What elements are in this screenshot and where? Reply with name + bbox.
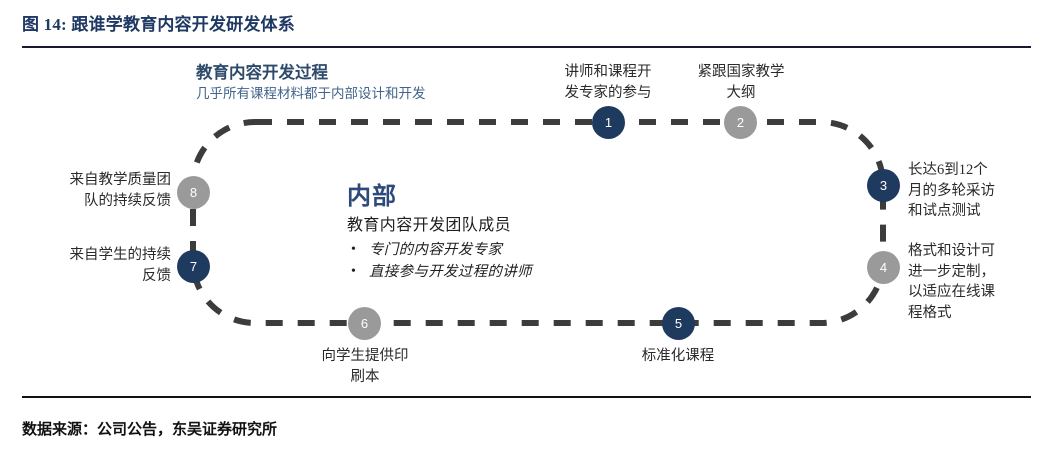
node-1-number: 1 xyxy=(604,115,613,130)
internal-team-title: 内部 xyxy=(347,184,397,210)
internal-team-subtitle: 教育内容开发团队成员 xyxy=(347,216,512,234)
node-6-label-line2: 刷本 xyxy=(350,368,380,385)
figure-title: 图 14: 跟谁学教育内容开发研发体系 xyxy=(22,15,295,34)
node-4-label-line2: 进一步定制， xyxy=(908,263,995,280)
node-7-label-line1: 来自学生的持续 xyxy=(69,247,172,263)
internal-team-bullet-1: 专门的内容开发专家 xyxy=(347,239,532,262)
node-6-number: 6 xyxy=(360,316,369,331)
node-4-number: 4 xyxy=(879,260,888,275)
node-7-number: 7 xyxy=(189,259,198,274)
node-7-label-line2: 反馈 xyxy=(142,267,171,284)
node-4-label: 格式和设计可 进一步定制， 以适应在线课 程格式 xyxy=(908,241,1028,323)
process-header-note: 教育内容开发过程 几乎所有课程材料都于内部设计和开发 xyxy=(196,62,426,104)
node-3-number: 3 xyxy=(879,178,888,193)
node-2-label: 紧跟国家教学 大纲 xyxy=(681,62,801,103)
node-2-label-line1: 紧跟国家教学 xyxy=(697,64,785,80)
node-8-label: 来自教学质量团 队的持续反馈 xyxy=(33,170,172,211)
node-5-number: 5 xyxy=(674,316,683,331)
node-1-label-line1: 讲师和课程开 xyxy=(564,64,652,80)
node-8-label-line1: 来自教学质量团 xyxy=(69,172,172,188)
node-7[interactable]: 7 xyxy=(177,250,210,283)
node-8-number: 8 xyxy=(189,185,198,200)
process-header-subtitle: 几乎所有课程材料都于内部设计和开发 xyxy=(196,86,426,102)
node-3-label-line2: 月的多轮采访 xyxy=(908,182,995,199)
process-header-title: 教育内容开发过程 xyxy=(196,63,328,82)
node-5-label: 标准化课程 xyxy=(618,346,738,367)
node-4[interactable]: 4 xyxy=(867,251,900,284)
node-3[interactable]: 3 xyxy=(867,169,900,202)
node-2[interactable]: 2 xyxy=(724,106,757,139)
internal-team-bullets: 专门的内容开发专家 直接参与开发过程的讲师 xyxy=(347,239,532,284)
title-divider xyxy=(22,46,1031,48)
node-3-label-line3: 和试点测试 xyxy=(908,203,981,220)
node-2-number: 2 xyxy=(736,115,745,130)
node-4-label-line4: 程格式 xyxy=(908,304,952,321)
node-8[interactable]: 8 xyxy=(177,176,210,209)
node-1-label-line2: 发专家的参与 xyxy=(564,84,652,101)
node-4-label-line3: 以适应在线课 xyxy=(908,284,995,301)
source-note: 数据来源：公司公告，东吴证券研究所 xyxy=(22,421,278,438)
node-4-label-line1: 格式和设计可 xyxy=(908,243,995,259)
node-5[interactable]: 5 xyxy=(662,307,695,340)
node-1[interactable]: 1 xyxy=(592,106,625,139)
internal-team-block: 内部 教育内容开发团队成员 专门的内容开发专家 直接参与开发过程的讲师 xyxy=(347,184,532,284)
node-6[interactable]: 6 xyxy=(348,307,381,340)
source-divider xyxy=(22,396,1031,398)
internal-team-bullet-2: 直接参与开发过程的讲师 xyxy=(347,261,532,284)
node-3-label-line1: 长达6到12个 xyxy=(908,162,988,178)
node-2-label-line2: 大纲 xyxy=(726,84,756,101)
node-8-label-line2: 队的持续反馈 xyxy=(84,192,171,209)
dashed-loop-path xyxy=(190,119,886,326)
node-6-label-line1: 向学生提供印 xyxy=(321,348,409,364)
node-1-label: 讲师和课程开 发专家的参与 xyxy=(548,62,668,103)
node-3-label: 长达6到12个 月的多轮采访 和试点测试 xyxy=(908,160,1028,222)
node-6-label: 向学生提供印 刷本 xyxy=(305,346,425,387)
node-5-label-line1: 标准化课程 xyxy=(641,348,715,364)
node-7-label: 来自学生的持续 反馈 xyxy=(33,245,172,286)
